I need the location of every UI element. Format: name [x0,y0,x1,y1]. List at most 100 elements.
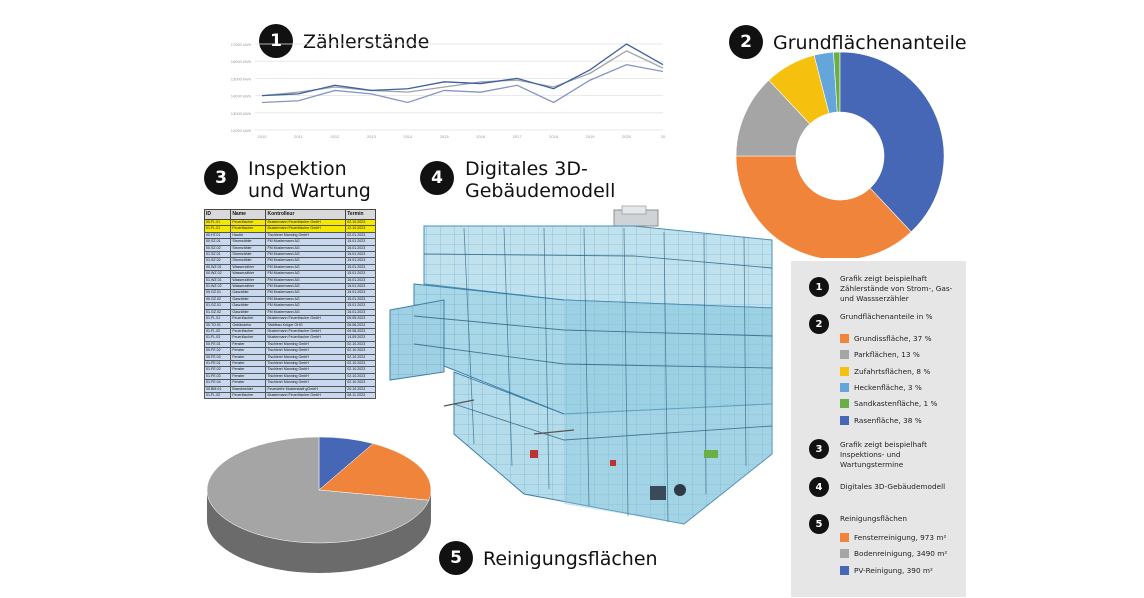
table-cell: Gaszähler [230,308,267,317]
table-cell: 15.01.2023 [345,276,376,285]
table-cell: Mustermann Feuerlöscher GmbH [265,391,347,400]
table-cell: 01.SZ.01 [203,250,232,259]
table-cell: 00.FE.01 [203,340,232,349]
table-cell: Stromzähler [230,244,267,253]
legend-panel: 1 Grafik zeigt beispielhaft Zählerstände… [791,261,966,597]
legend-item-label: Heckenfläche, 3 % [854,382,922,392]
table-cell: Feuerlöscher [230,225,267,233]
x-tick-label: 2014 [403,134,413,139]
table-cell: 15.01.2023 [345,283,376,291]
x-tick-label: 2013 [367,134,377,139]
table-cell: 15.01.2023 [345,257,376,265]
table-cell: Mustermann Feuerlöscher GmbH [265,315,347,323]
legend-swatch [840,334,849,343]
table-cell: Feuerlöscher [230,334,267,342]
table-cell: Feuerlöscher [230,315,267,323]
table-cell: 01.FE.01 [203,359,232,368]
table-cell: 00.FE.02 [203,347,232,355]
table-cell: 02.10.2023 [345,372,376,381]
table-cell: Stromzähler [230,238,267,246]
table-cell: 01.SZ.02 [203,257,232,265]
legend-swatch [840,533,849,542]
table-cell: 02.10.2023 [345,366,376,374]
x-tick-label: 2016 [476,134,486,139]
x-tick-label: 2011 [294,134,303,139]
y-tick-label: 13000 kWh [231,111,251,116]
table-cell: 05.05.2023 [345,315,376,323]
table-cell: 08.11.2023 [345,391,376,400]
table-cell: Feuerlöscher [230,218,267,227]
table-cell: Mustermann Feuerlöscher GmbH [265,225,347,233]
table-cell: 00.FL.01 [203,218,232,227]
pie-slice-2 [206,436,430,544]
legend-3-text: Grafik zeigt beispielhaft Inspektions- u… [840,440,927,469]
x-tick-label: 2019 [586,134,596,139]
building-3d-model [389,205,773,525]
table-cell: Tischlerei Manning GmbH [265,340,347,349]
table-cell: 01.FE.04 [203,379,232,387]
table-cell: 02.10.2023 [345,379,376,387]
legend-item-label: Rasenfläche, 38 % [854,415,922,425]
legend-swatch [840,366,849,376]
cleaning-area-3d-pie-chart [206,436,432,573]
legend-item-label: PV-Reinigung, 390 m² [854,565,933,575]
section-1-title: Zählerstände [303,31,430,53]
table-cell: 00.GZ.01 [203,289,232,297]
y-tick-label: 17000 kWh [231,42,251,47]
x-tick-label: 2010 [258,134,268,139]
table-cell: Tischlerei Manning GmbH [265,379,347,387]
table-cell: Tischlerei Manning GmbH [265,359,347,368]
table-header: Termin [345,209,376,220]
table-cell: Wasserzähler [230,270,267,278]
section-2-badge: 2 [729,25,763,59]
legend-item-label: Fensterreinigung, 973 m² [854,533,947,542]
table-cell: 02.10.2023 [345,218,376,227]
table-cell: Feuerlöscher [230,327,267,336]
table-cell: 06.06.2023 [345,321,376,329]
table-cell: 20.10.2023 [345,385,376,394]
x-tick-label: 2017 [513,134,523,139]
section-3-badge: 3 [204,161,238,195]
legend-swatch [840,565,849,575]
table-cell: Stromzähler [230,250,267,259]
legend-swatch [840,415,849,425]
table-cell: 02.10.2023 [345,347,376,355]
table-cell: 01.WZ.02 [203,283,232,291]
table-cell: 00.WZ.01 [203,263,232,272]
table-cell: Brandmelder [230,385,267,394]
section-2-title: Grundflächenanteile [773,32,967,54]
table-cell: 02.10.2023 [345,340,376,349]
legend-5-title: Reinigungsflächen [840,514,908,523]
table-header: Kontrolleur [265,209,347,220]
table-cell: 15.01.2023 [345,263,376,272]
table-cell: 00.HT.01 [203,231,232,240]
table-cell: Feuerwehr Musterstadt gGmbH [265,385,347,394]
table-cell: 12.10.2023 [345,225,376,233]
table-cell: 15.01.2023 [345,308,376,317]
table-cell: 01.GZ.02 [203,308,232,317]
x-tick-label: 20 [661,134,666,139]
section-4-title-line1: Digitales 3D- [465,158,588,180]
legend-2-badge: 2 [809,314,829,334]
series-line-1 [261,63,664,104]
table-cell: Tischlerei Manning GmbH [265,231,347,240]
legend-5-badge: 5 [809,514,829,534]
legend-4-badge: 4 [809,477,829,497]
y-tick-label: 15000 kWh [231,76,251,81]
y-tick-label: 16000 kWh [231,59,251,64]
table-cell: 15.01.2023 [345,289,376,297]
table-cell: Mustermann Feuerlöscher GmbH [265,218,347,227]
table-cell: Tischlerei Manning GmbH [265,372,347,381]
table-cell: 15.01.2023 [345,250,376,259]
legend-swatch [840,549,849,559]
